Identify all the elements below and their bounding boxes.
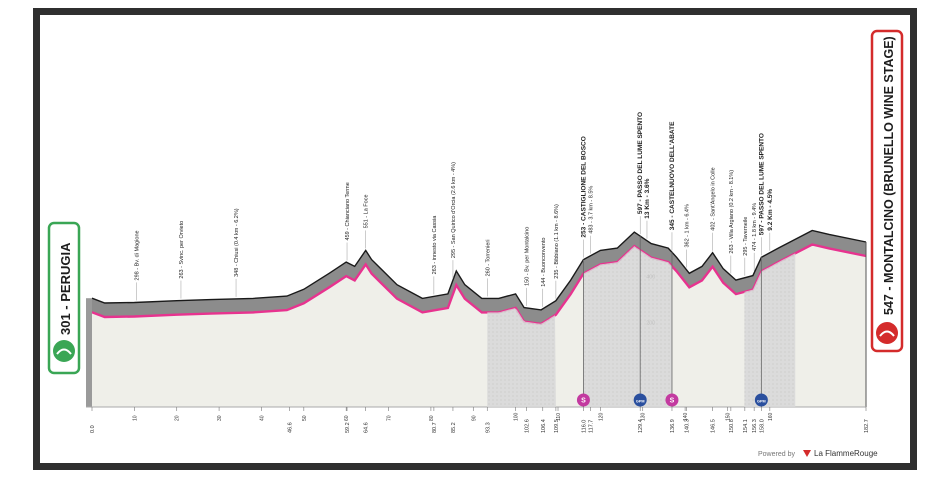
sprint-icon — [576, 393, 590, 407]
waypoint-label: 597 - PASSO DEL LUME SPENTO — [758, 133, 765, 235]
waypoint-label: 9.2 Km - 4.5% — [767, 189, 774, 231]
start-badge: 301 - PERUGIA — [47, 221, 81, 375]
waypoint-label: 263 - innesto via Cassia — [432, 215, 438, 275]
waypoint-label: 402 - Sant'Angelo in Colle — [711, 167, 717, 230]
footer-branding: Powered by La FlammeRouge — [758, 449, 878, 458]
km-tick-label: 140.3 — [684, 419, 690, 433]
km-tick-label: 130 — [641, 412, 647, 421]
km-tick-label: 70 — [387, 415, 393, 421]
marker-label: GPM — [636, 400, 645, 404]
gravel-sector — [744, 253, 796, 407]
powered-by-text: Powered by — [758, 451, 795, 458]
km-tick-label: 160 — [768, 412, 774, 421]
km-tick-label: 154.1 — [743, 419, 749, 433]
km-tick-label: 60 — [344, 415, 350, 421]
climb-sprint-markers: S GPM S GPM — [576, 236, 768, 407]
waypoint-label: 263 - Villa Argiano (0.2 km - 8.1%) — [729, 170, 735, 254]
km-tick-label: 85.2 — [451, 422, 457, 433]
gravel-sectors — [487, 246, 796, 407]
finish-cyclist-icon — [876, 322, 898, 344]
profile-ground-area — [92, 244, 866, 407]
km-tick-label: 90 — [471, 415, 477, 421]
km-tick-label: 30 — [217, 415, 223, 421]
sprint-icon — [665, 393, 679, 407]
marker-label: GPM — [757, 400, 766, 404]
km-tick-label: 46.6 — [287, 422, 293, 433]
start-label: 301 - PERUGIA — [58, 242, 73, 335]
km-tick-label: 64.6 — [364, 422, 370, 433]
waypoint-label: 474 - 1.8 km - 9.4% — [752, 203, 758, 251]
km-tick-label: 100 — [514, 412, 520, 421]
km-tick-label: 182.7 — [864, 419, 870, 433]
waypoint-label: 263 - Svinc. per Orvieto — [179, 221, 185, 279]
waypoint-label: 150 - Bv. per Montalcino — [525, 227, 531, 286]
marker-label: S — [670, 398, 675, 405]
km-tick-label: 106.4 — [541, 419, 547, 433]
km-tick-label: 109.5 — [554, 419, 560, 433]
km-tick-label: 10 — [132, 415, 138, 421]
profile-base: 400200 — [86, 229, 867, 408]
km-tick-label: 150.8 — [729, 419, 735, 433]
waypoint-label: 483 - 3.7 km - 8.5% — [589, 186, 595, 234]
waypoint-label: 459 - Chianciano Terme — [345, 182, 351, 240]
brand-name: La FlammeRouge — [814, 449, 878, 458]
km-tick-label: 129.4 — [638, 419, 644, 433]
km-tick-label: 102.6 — [525, 419, 531, 433]
finish-badge: 547 - MONTALCINO (BRUNELLO WINE STAGE) — [870, 29, 904, 353]
waypoint-label: 253 - CASTIGLIONE DEL BOSCO — [580, 136, 587, 237]
waypoint-label: 362 - 1 km - 6.4% — [684, 204, 690, 248]
km-tick-label: 59.2 — [345, 422, 351, 433]
waypoint-label: 13 Km - 3.6% — [644, 178, 651, 218]
km-tick-label: 116.0 — [581, 420, 587, 433]
waypoint-label: 345 - CASTELNUOVO DELL'ABATE — [669, 121, 676, 230]
km-tick-label: 136.9 — [670, 419, 676, 433]
marker-label: S — [581, 398, 586, 405]
km-tick-label: 0.0 — [90, 425, 96, 433]
waypoint-label: 597 - PASSO DEL LUME SPENTO — [637, 112, 644, 214]
km-tick-label: 117.7 — [589, 420, 595, 433]
km-tick-label: 110 — [556, 413, 562, 421]
km-tick-label: 150 — [725, 412, 731, 421]
waypoint-label: 551 - La Foce — [364, 194, 370, 228]
km-tick-label: 140 — [683, 412, 689, 421]
waypoint-label: 348 - Chiusi (0.4 km - 6.2%) — [234, 208, 240, 277]
km-tick-label: 120 — [598, 412, 604, 421]
waypoint-label: 298 - Bv. di Magione — [134, 230, 140, 280]
waypoint-labels: 298 - Bv. di Magione 263 - Svinc. per Orv… — [134, 112, 774, 307]
km-tick-label: 156.3 — [752, 419, 758, 433]
kom-icon — [754, 393, 768, 407]
km-tick-label: 40 — [259, 415, 265, 421]
start-cyclist-icon — [53, 340, 75, 362]
km-tick-label: 80.7 — [432, 422, 438, 433]
waypoint-label: 295 - Taverneile — [743, 217, 749, 256]
km-tick-label: 20 — [175, 415, 181, 421]
start-bar — [86, 298, 92, 407]
profile-elevation-band — [92, 230, 866, 324]
gravel-sector — [583, 246, 673, 407]
km-tick-label: 146.5 — [711, 419, 717, 433]
waypoint-label: 295 - San Quirico d'Orcia (2.6 km - 4%) — [451, 162, 457, 258]
km-tick-label: 50 — [302, 415, 308, 421]
km-tick-label: 93.3 — [485, 422, 491, 433]
finish-label: 547 - MONTALCINO (BRUNELLO WINE STAGE) — [882, 36, 896, 315]
waypoint-label: 260 - Torrenieri — [485, 240, 491, 277]
km-tick-label: 158.0 — [759, 419, 765, 433]
gravel-sector — [487, 308, 556, 407]
profile-top-line — [91, 229, 867, 311]
flamme-rouge-logo-icon — [803, 450, 811, 457]
waypoint-label: 144 - Buonconvento — [541, 238, 547, 287]
waypoint-label: 235 - Bibbiano (1.1 km - 8.6%) — [554, 204, 560, 279]
kom-icon — [633, 393, 647, 407]
km-tick-label: 80 — [429, 415, 435, 421]
